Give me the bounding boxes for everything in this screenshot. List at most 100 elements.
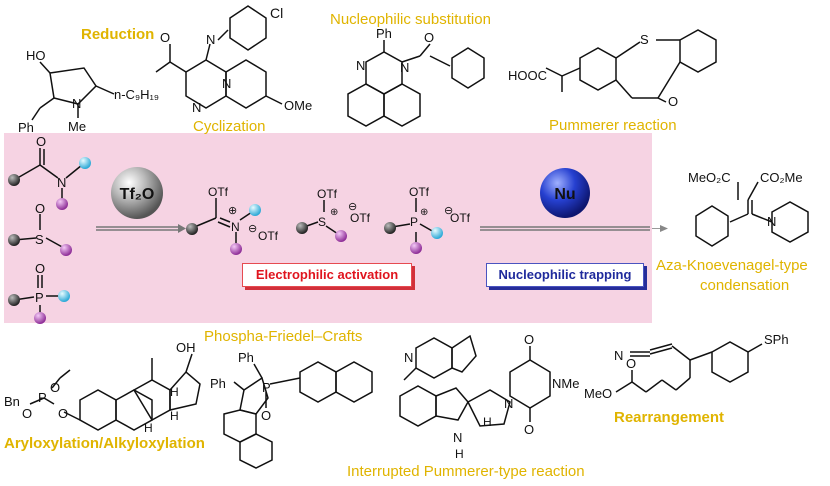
phospha-friedel-crafts-label: Phospha-Friedel–Crafts [204, 328, 363, 345]
aryloxylation-product-structure: OH O P O O Bn H H H [4, 340, 201, 435]
nucleophilic-trapping-box: Nucleophilic trapping [486, 263, 644, 287]
atom-label: N [767, 214, 776, 229]
atom-label: N [400, 60, 409, 75]
atom-label: O [524, 332, 534, 347]
atom-label: O [22, 406, 32, 421]
reduction-label: Reduction [81, 26, 155, 43]
rearrangement-product-structure: N O MeO SPh [584, 332, 789, 401]
r-group-atom [8, 234, 20, 246]
charge-label: ⊕ [228, 205, 237, 217]
otf-label: OTf [409, 185, 430, 199]
charge-label: ⊖ [444, 205, 453, 217]
phosphine-oxide-substrate: P O [8, 261, 70, 324]
aza-knoevenagel-product-structure: MeO₂C CO₂Me N [688, 170, 809, 247]
atom-label: P [262, 380, 271, 395]
atom-label: Ph [376, 26, 392, 41]
electrophilic-activation-box: Electrophilic activation [242, 263, 412, 287]
r-group-atom [410, 242, 422, 254]
nu-label: Nu [554, 186, 575, 203]
otf-label: OTf [258, 229, 279, 243]
atom-label: n-C₉H₁₉ [114, 87, 159, 102]
atom-label: Ph [238, 350, 254, 365]
atom-label: H [170, 409, 179, 423]
atom-label: Cl [270, 5, 283, 21]
atom-label: N [356, 58, 365, 73]
charge-label: ⊕ [420, 207, 428, 218]
atom-label: Ph [18, 120, 34, 135]
atom-label: S [35, 232, 44, 247]
charge-label: ⊖ [348, 201, 357, 213]
atom-label: N [222, 76, 231, 91]
activation-arrow [96, 224, 186, 233]
reduction-product-structure: HO N Me Ph n-C₉H₁₉ [18, 48, 159, 135]
atom-label: N [614, 348, 623, 363]
atom-label: MeO [584, 386, 612, 401]
atom-label: O [35, 261, 45, 276]
atom-label: N [206, 32, 215, 47]
aza-knoevenagel-label-1: Aza-Knoevenagel-type [656, 257, 808, 274]
atom-label: H [455, 447, 464, 461]
atom-label: MeO₂C [688, 170, 731, 185]
atom-label: Ph [210, 376, 226, 391]
nucleophilic-substitution-label: Nucleophilic substitution [330, 11, 491, 28]
nucleophile-sphere: Nu [540, 168, 590, 218]
r-group-atom [230, 243, 242, 255]
atom-label: S [318, 215, 326, 229]
r-group-atom [186, 223, 198, 235]
sulfoxide-substrate: S O [8, 201, 72, 256]
r-group-atom [58, 290, 70, 302]
atom-label: O [261, 408, 271, 423]
otf-label: OTf [317, 187, 338, 201]
r-group-atom [8, 294, 20, 306]
amide-substrate: O N [8, 134, 91, 210]
atom-label: S [640, 32, 649, 47]
atom-label: OMe [284, 98, 312, 113]
atom-label: NMe [552, 376, 579, 391]
atom-label: HO [26, 48, 46, 63]
substitution-product-structure: Ph N N O [347, 26, 485, 127]
atom-label: N [57, 175, 66, 190]
r-group-atom [60, 244, 72, 256]
atom-label: O [58, 406, 68, 421]
atom-label: O [36, 134, 46, 149]
atom-label: OH [176, 340, 196, 355]
aryloxylation-label: Aryloxylation/Alkyloxylation [4, 435, 205, 452]
atom-label: O [524, 422, 534, 437]
atom-label: O [424, 30, 434, 45]
atom-label: O [668, 94, 678, 109]
activated-phosphine-intermediate: P OTf ⊕ ⊖ OTf [384, 185, 471, 254]
atom-label: CO₂Me [760, 170, 803, 185]
r-group-atom [335, 230, 347, 242]
otf-label: OTf [350, 211, 371, 225]
cyclization-label: Cyclization [193, 118, 266, 135]
activated-amide-intermediate: OTf N ⊕ ⊖ OTf [186, 185, 279, 255]
charge-label: ⊕ [330, 207, 338, 218]
atom-label: N [192, 100, 201, 115]
r-group-atom [249, 204, 261, 216]
activated-sulfoxide-intermediate: S OTf ⊕ ⊖ OTf [296, 187, 371, 242]
tf2o-label: Tf₂O [120, 186, 155, 203]
atom-label: P [35, 290, 44, 305]
atom-label: Me [68, 119, 86, 134]
atom-label: N [504, 396, 513, 411]
trapping-arrow [480, 225, 668, 232]
r-group-atom [56, 198, 68, 210]
atom-label: P [38, 390, 47, 405]
aza-knoevenagel-label-2: condensation [700, 277, 790, 294]
atom-label: HOOC [508, 68, 547, 83]
r-group-atom [79, 157, 91, 169]
atom-label: P [410, 215, 418, 229]
pummerer-label: Pummerer reaction [549, 117, 677, 134]
atom-label: N [404, 350, 413, 365]
atom-label: N [453, 430, 462, 445]
r-group-atom [296, 222, 308, 234]
otf-label: OTf [208, 185, 229, 199]
atom-label: N [231, 220, 240, 234]
r-group-atom [34, 312, 46, 324]
atom-label: N [72, 96, 81, 111]
charge-label: ⊖ [248, 223, 257, 235]
atom-label: O [50, 380, 60, 395]
r-group-atom [8, 174, 20, 186]
